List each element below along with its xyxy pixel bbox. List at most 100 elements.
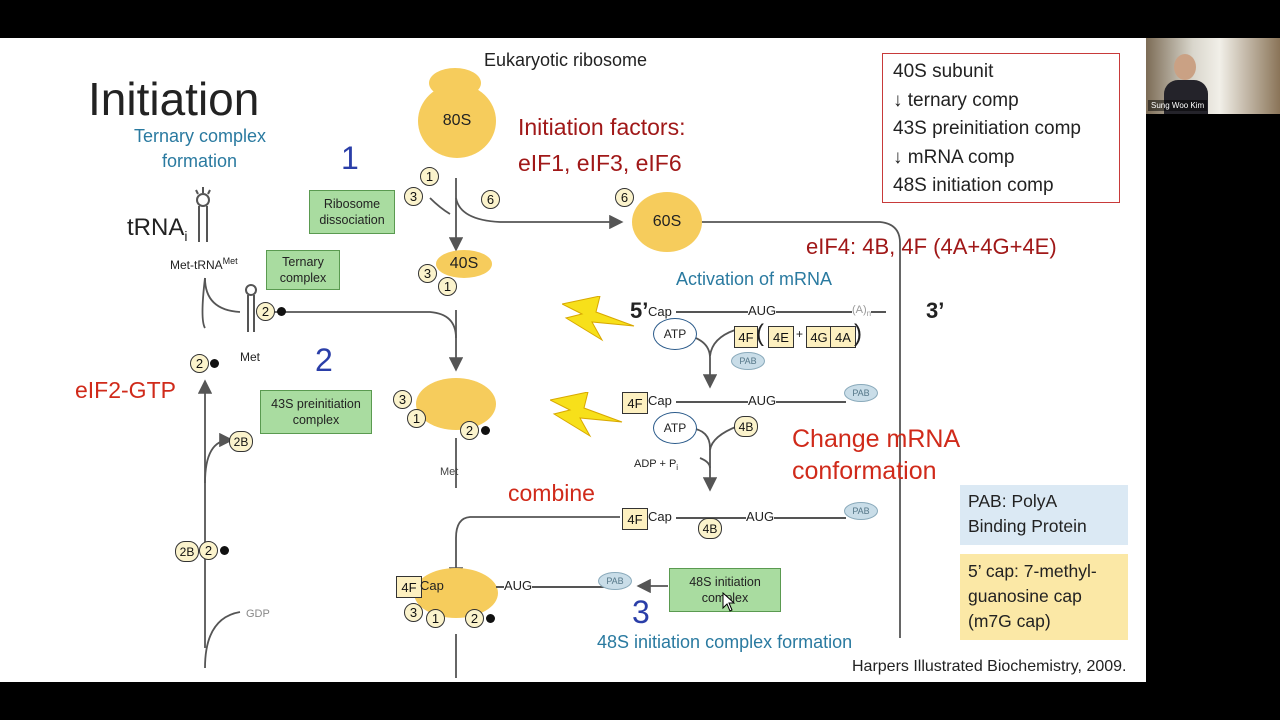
lightning-icon xyxy=(562,296,635,342)
ribosome-40s: 40S xyxy=(436,250,492,278)
factor-4a-box: 4A xyxy=(830,326,856,348)
factor-1-circle: 1 xyxy=(420,167,439,186)
pathway-arrows xyxy=(197,178,901,678)
eif4-label: eIF4: 4B, 4F (4A+4G+4E) xyxy=(806,234,1057,259)
mrna-strand-4 xyxy=(496,586,626,588)
aug-label-1: AUG xyxy=(748,303,777,318)
change-mrna-1: Change mRNA xyxy=(792,425,961,453)
cap-label-1: Cap xyxy=(648,304,672,319)
factor-4b-circle: 4B xyxy=(734,416,758,437)
complex-43s-ribosome xyxy=(416,378,496,430)
met-trna-icon xyxy=(245,284,257,332)
pab-info-line-1: PAB: PolyA xyxy=(968,491,1058,511)
ternary-heading-1: Ternary complex xyxy=(134,126,267,146)
aug-label-2: AUG xyxy=(748,393,777,408)
met-i-label: Met xyxy=(440,466,459,478)
three-prime-label: 3’ xyxy=(926,298,945,323)
stage-legend-box: 40S subunit ↓ ternary comp 43S preinitia… xyxy=(882,53,1120,203)
factor-2b-circle: 2B xyxy=(229,431,253,452)
mouse-cursor-icon xyxy=(722,592,736,612)
cap-label-3: Cap xyxy=(648,509,672,524)
factor-4e-box: 4E xyxy=(768,326,794,348)
polya-label: (A)n xyxy=(852,304,872,319)
aug-label-4: AUG xyxy=(504,578,533,593)
factor-2-circle-lower: 2 xyxy=(199,541,218,560)
factor-4b-circle-3: 4B xyxy=(698,518,722,539)
atp-oval-1: ATP xyxy=(653,318,697,350)
citation: Harpers Illustrated Biochemistry, 2009. xyxy=(852,658,1127,675)
mrna-strand-1 xyxy=(676,311,886,313)
complex-48s-ribosome xyxy=(414,568,498,618)
factor-1-circle-43s: 1 xyxy=(407,409,426,428)
trna-label: tRNAi xyxy=(127,214,187,244)
factor-2-circle-left: 2 xyxy=(190,354,209,373)
legend-line-3: 43S preinitiation comp xyxy=(893,118,1081,139)
trna-subscript: i xyxy=(184,227,188,244)
polya-text: (A) xyxy=(852,304,867,316)
met-trna-label: Met-tRNAMet xyxy=(170,256,238,272)
webcam-tile: Sung Woo Kim xyxy=(1146,38,1280,114)
bracket-open: ( xyxy=(756,320,764,347)
init-factors-heading: Initiation factors: xyxy=(518,114,686,140)
factor-6-circle: 6 xyxy=(481,190,500,209)
atp-oval-2: ATP xyxy=(653,412,697,444)
polya-sub: n xyxy=(866,309,872,319)
factor-4f-cap-4: 4F xyxy=(396,576,422,598)
activation-heading: Activation of mRNA xyxy=(676,269,833,289)
met-trna-text: Met-tRNA xyxy=(170,258,223,272)
factor-6-circle-60s: 6 xyxy=(615,188,634,207)
combine-label: combine xyxy=(508,480,595,506)
eif2-gtp-label: eIF2-GTP xyxy=(75,377,176,403)
met-label: Met xyxy=(240,350,261,364)
legend-line-2: ↓ ternary comp xyxy=(893,89,1019,111)
factor-4f-cap-3: 4F xyxy=(622,508,648,530)
ribosome-heading: Eukaryotic ribosome xyxy=(484,50,648,70)
lightning-icon-2 xyxy=(550,392,623,438)
adp-text: ADP + P xyxy=(634,458,677,470)
slide-canvas: Initiation Eukaryotic ribosome Ternary c… xyxy=(0,38,1146,682)
gtp-dot xyxy=(277,307,286,316)
factor-3-circle-48s: 3 xyxy=(404,603,423,622)
ribosome-80s: 80S xyxy=(418,84,496,158)
cap-info-line-3: (m7G cap) xyxy=(968,611,1051,631)
factor-2-circle-ternary: 2 xyxy=(256,302,275,321)
pab-info-line-2: Binding Protein xyxy=(968,516,1087,536)
change-mrna-2: conformation xyxy=(792,457,937,485)
step-number-3: 3 xyxy=(632,594,650,630)
factor-1-circle-48s: 1 xyxy=(426,609,445,628)
factor-4f-box: 4F xyxy=(734,326,758,348)
ternary-complex-box: Ternary complex xyxy=(266,250,340,290)
cap-info-line-1: 5’ cap: 7-methyl- xyxy=(968,561,1097,581)
step-number-1: 1 xyxy=(341,140,359,176)
pab-1: PAB xyxy=(731,352,765,370)
pab-4: PAB xyxy=(598,572,632,590)
gtp-dot-48s xyxy=(486,614,495,623)
aug-label-3: AUG xyxy=(746,509,775,524)
cap-info-box: 5’ cap: 7-methyl- guanosine cap (m7G cap… xyxy=(960,554,1128,640)
factor-3-circle-43s: 3 xyxy=(393,390,412,409)
factor-3-circle: 3 xyxy=(404,187,423,206)
factor-4g-box: 4G xyxy=(806,326,832,348)
ribosome-60s: 60S xyxy=(632,192,702,252)
gdp-dot xyxy=(220,546,229,555)
factor-1-circle-40s: 1 xyxy=(438,277,457,296)
person-head xyxy=(1174,54,1196,80)
ribosome-dissociation-box: Ribosome dissociation xyxy=(309,190,395,234)
gtp-dot-left xyxy=(210,359,219,368)
ternary-heading-2: formation xyxy=(162,151,238,171)
factor-4f-cap-2: 4F xyxy=(622,392,648,414)
formation-48s-label: 48S initiation complex formation xyxy=(597,632,853,652)
cap-label-2: Cap xyxy=(648,393,672,408)
trna-text: tRNA xyxy=(127,214,185,241)
factor-2-circle-43s: 2 xyxy=(460,421,479,440)
factor-3-circle-40s: 3 xyxy=(418,264,437,283)
cap-label-4: Cap xyxy=(420,578,444,593)
factor-2b-circle-lower: 2B xyxy=(175,541,199,562)
init-factors-list: eIF1, eIF3, eIF6 xyxy=(518,150,682,176)
trna-icon xyxy=(195,187,211,242)
preinitiation-43s-box: 43S preinitiation complex xyxy=(260,390,372,434)
met-trna-sup: Met xyxy=(222,256,238,266)
participant-name: Sung Woo Kim xyxy=(1148,100,1208,111)
factor-2-circle-48s: 2 xyxy=(465,609,484,628)
pab-info-box: PAB: PolyA Binding Protein xyxy=(960,485,1128,545)
